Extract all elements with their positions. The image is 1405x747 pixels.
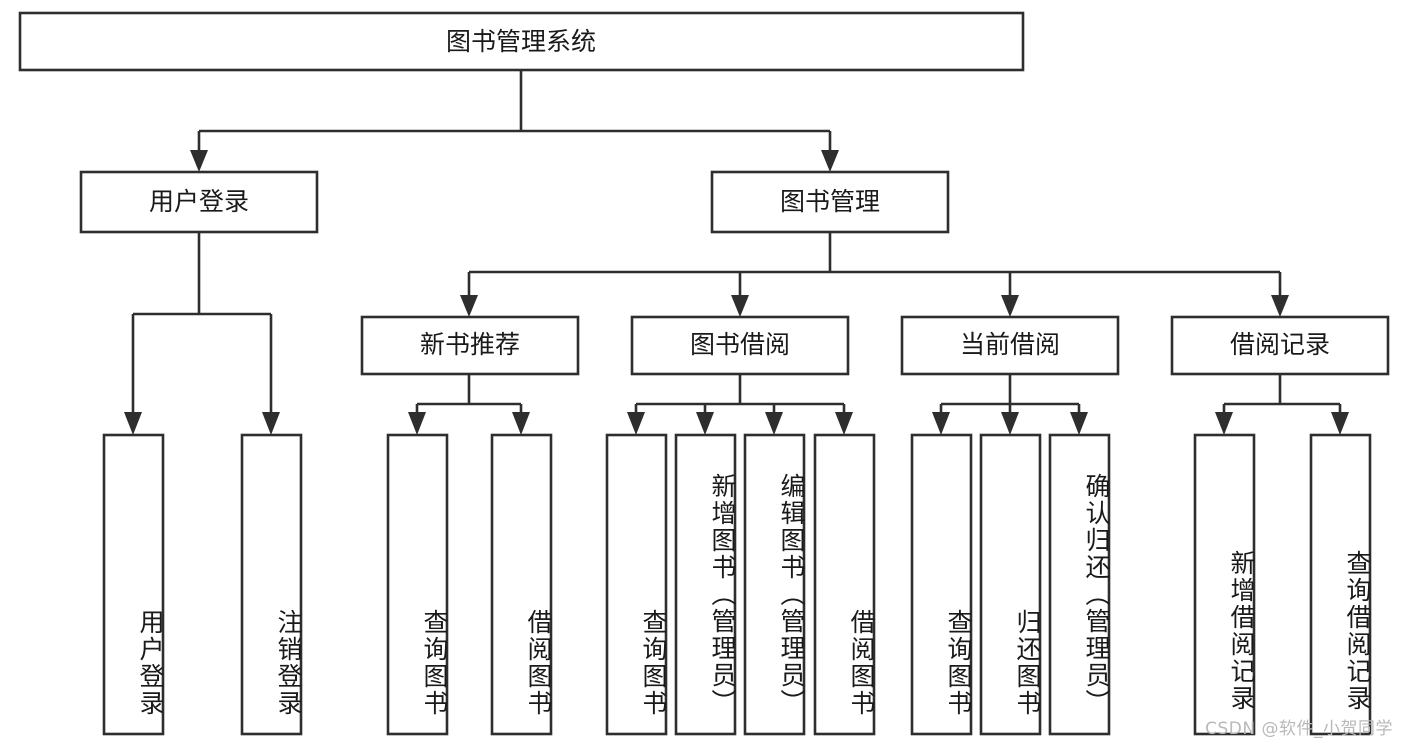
leaf-box-newbook-borrow[interactable] <box>490 433 553 736</box>
leaf-box-bookborrow-borrow[interactable] <box>813 433 876 736</box>
leaf-box-bookborrow-edit[interactable] <box>743 433 806 736</box>
connector-bookmgmt-to-level3 <box>460 232 1289 317</box>
leaf-box-user-login-logout[interactable] <box>240 433 303 736</box>
node-root[interactable]: 图书管理系统 <box>18 11 1025 72</box>
node-book-management[interactable]: 图书管理 <box>710 170 950 234</box>
leaf-box-currentborrow-return[interactable] <box>979 433 1042 736</box>
leaf-box-borrowrecord-query[interactable] <box>1309 433 1372 736</box>
leaf-box-currentborrow-query[interactable] <box>910 433 973 736</box>
leaf-box-borrowrecord-add[interactable] <box>1193 433 1256 736</box>
connector-bookborrow-to-leaves <box>627 374 853 435</box>
leaf-box-bookborrow-query[interactable] <box>605 433 668 736</box>
node-user-login[interactable]: 用户登录 <box>79 170 319 234</box>
node-book-borrow-label: 图书借阅 <box>690 330 790 359</box>
connector-borrowrecord-to-leaves <box>1215 374 1349 435</box>
node-borrow-record-label: 借阅记录 <box>1230 330 1330 359</box>
connector-currentborrow-to-leaves <box>932 374 1088 435</box>
connector-root-to-level2 <box>190 70 839 172</box>
leaf-box-newbook-query[interactable] <box>386 433 449 736</box>
node-new-book-recommend-label: 新书推荐 <box>420 330 520 359</box>
node-current-borrow[interactable]: 当前借阅 <box>900 315 1120 376</box>
connector-newbook-to-leaves <box>408 374 530 435</box>
leaf-box-currentborrow-confirm[interactable] <box>1048 433 1111 736</box>
node-book-borrow[interactable]: 图书借阅 <box>630 315 850 376</box>
connector-userlogin-to-leaves <box>124 232 280 435</box>
leaf-box-bookborrow-add[interactable] <box>674 433 737 736</box>
node-borrow-record[interactable]: 借阅记录 <box>1170 315 1390 376</box>
leaf-box-user-login-login[interactable] <box>102 433 165 736</box>
node-user-login-label: 用户登录 <box>149 187 249 216</box>
node-book-management-label: 图书管理 <box>780 187 880 216</box>
node-root-label: 图书管理系统 <box>446 27 596 56</box>
node-new-book-recommend[interactable]: 新书推荐 <box>360 315 580 376</box>
node-current-borrow-label: 当前借阅 <box>960 330 1060 359</box>
csdn-watermark: CSDN @软件_小贺同学 <box>1205 719 1393 739</box>
